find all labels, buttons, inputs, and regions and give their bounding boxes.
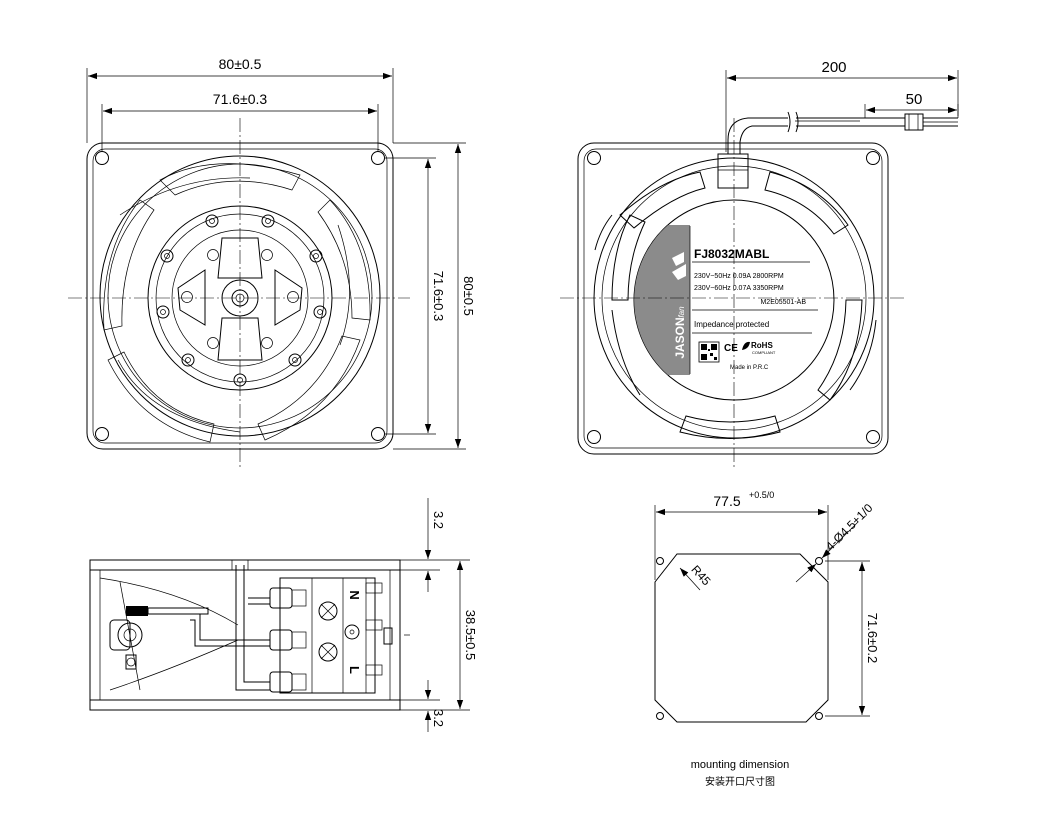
rear-label-spec-60hz: 230V~60Hz 0.07A 3350RPM [694,285,784,292]
terminal-l-label: L [347,666,362,674]
terminal-n-label: N [347,590,362,599]
rear-label-spec-50hz: 230V~50Hz 0.09A 2800RPM [694,273,784,280]
rear-label-rohs-leaf-icon [742,341,750,350]
rear-struts [594,171,877,439]
rear-label-model: FJ8032MABL [694,247,769,261]
side-view: N L 3.2 3.2 38.5±0.5 [89,498,478,732]
rear-power-cable [717,111,958,189]
rear-label-brand-logo: fan JASON [672,252,687,359]
dim-cable-strip: 50 [864,91,959,118]
dim-side-bottom-offset-label: 3.2 [431,709,446,727]
rear-label-protection: Impedance protected [694,320,769,329]
dim-side-top-offset: 3.2 [400,498,470,592]
dim-cutout-holes-label: 4-Ø4.5+1/0 [823,501,876,554]
dim-front-hole-spacing-label: 71.6±0.3 [213,91,268,107]
dim-cutout-holes: 4-Ø4.5+1/0 [795,501,876,583]
dim-front-side-height: 80±0.5 [393,142,476,450]
front-view: 80±0.5 71.6±0.3 71.6±0.3 80±0.5 [68,56,476,470]
side-internal-wiring [190,559,270,691]
rear-label-ce-mark: CE [724,343,738,354]
front-blades [103,163,371,443]
side-terminal-block: N L [269,577,393,694]
rear-mounting-holes [587,151,880,444]
rear-label-rohs-sub: COMPLIANT [752,350,776,355]
dim-cutout-width-tolerance: +0.5/0 [749,490,774,500]
front-hub-spokes [177,237,303,361]
caption-chinese: 安装开口尺寸图 [705,775,775,788]
dim-front-side-height-label: 80±0.5 [461,276,476,316]
dim-cutout-radius-label: R45 [688,562,713,588]
dim-cable-strip-label: 50 [906,91,923,108]
rear-label-brand: JASON [673,317,687,358]
dim-front-side-hole-spacing: 71.6±0.3 [385,157,446,435]
rear-label-origin: Made in P.R.C [730,365,769,371]
dim-cutout-height-label: 71.6±0.2 [865,613,880,664]
dim-cutout-radius: R45 [679,562,714,591]
rear-label-rohs: RoHS [751,341,773,350]
dim-cutout-height: 71.6±0.2 [825,560,880,717]
rear-label-part-number: M2E05501-AB [760,299,806,306]
rear-label-qr-code-icon [698,341,720,363]
dim-side-bottom-offset: 3.2 [400,680,470,732]
dim-front-width-label: 80±0.5 [219,56,262,72]
rear-label-brand-small: fan [677,306,686,318]
front-mounting-holes [95,151,385,441]
dim-cutout-width: 77.5 +0.5/0 [654,490,829,580]
dim-front-width: 80±0.5 [86,56,394,143]
rear-frame-outline [577,142,889,455]
cutout-outline [654,553,829,723]
dim-front-side-hole-spacing-label: 71.6±0.3 [431,271,446,322]
terminal-screw-icon [318,601,360,662]
side-body-outline [89,559,401,711]
rear-view: fan JASON FJ8032MABL 230V~50Hz 0.09A 280… [560,59,959,470]
mounting-cutout-view: 77.5 +0.5/0 R45 4-Ø4.5+1/0 71.6±0.2 moun… [654,490,880,788]
dim-front-hole-spacing: 71.6±0.3 [101,91,379,152]
dim-side-depth-label: 38.5±0.5 [463,610,478,661]
dim-cable-length-label: 200 [821,59,846,76]
cutout-mounting-holes [656,557,823,720]
side-cable-clamp [109,606,209,670]
dim-cable-length: 200 [725,59,959,152]
dim-cutout-width-main: 77.5 [713,493,740,509]
dim-side-depth: 38.5±0.5 [456,561,478,709]
caption-english: mounting dimension [691,759,789,771]
dim-side-top-offset-label: 3.2 [431,511,446,529]
